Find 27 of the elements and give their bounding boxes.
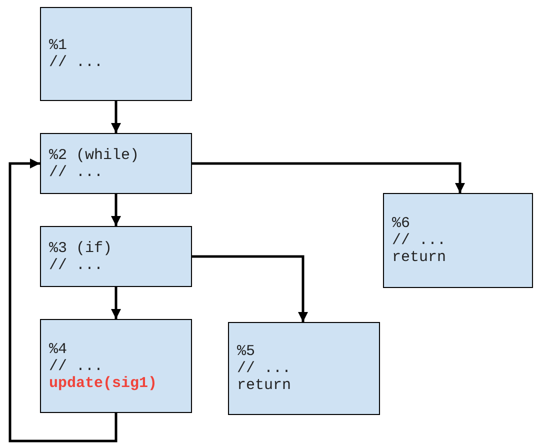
code-line: // ... (392, 232, 446, 249)
code-line: // ... (49, 164, 104, 180)
code-line: // ... (237, 360, 292, 377)
code-line: // ... (49, 54, 104, 71)
code-block-box (40, 133, 192, 194)
code-line: %5 (237, 343, 256, 360)
arrow (192, 255, 308, 322)
code-line: return (237, 377, 292, 394)
code-block-box (40, 319, 192, 413)
arrow (192, 162, 465, 193)
code-block-box (40, 7, 192, 101)
code-line: %1 (49, 37, 68, 54)
arrow (8, 158, 118, 442)
code-line: %6 (392, 215, 410, 232)
arrow (111, 287, 121, 319)
code-block-box (40, 226, 192, 287)
code-line: %2 (while) (49, 146, 140, 164)
code-block-box (383, 193, 533, 288)
arrow (111, 194, 121, 226)
code-line: %3 (if) (49, 240, 112, 256)
code-line: update(sig1) (49, 374, 158, 392)
arrow (111, 101, 121, 133)
code-line: // ... (49, 358, 104, 374)
code-line: // ... (49, 256, 104, 274)
code-block-box (228, 322, 380, 415)
code-line: return (392, 249, 446, 266)
code-line: %4 (49, 340, 68, 358)
